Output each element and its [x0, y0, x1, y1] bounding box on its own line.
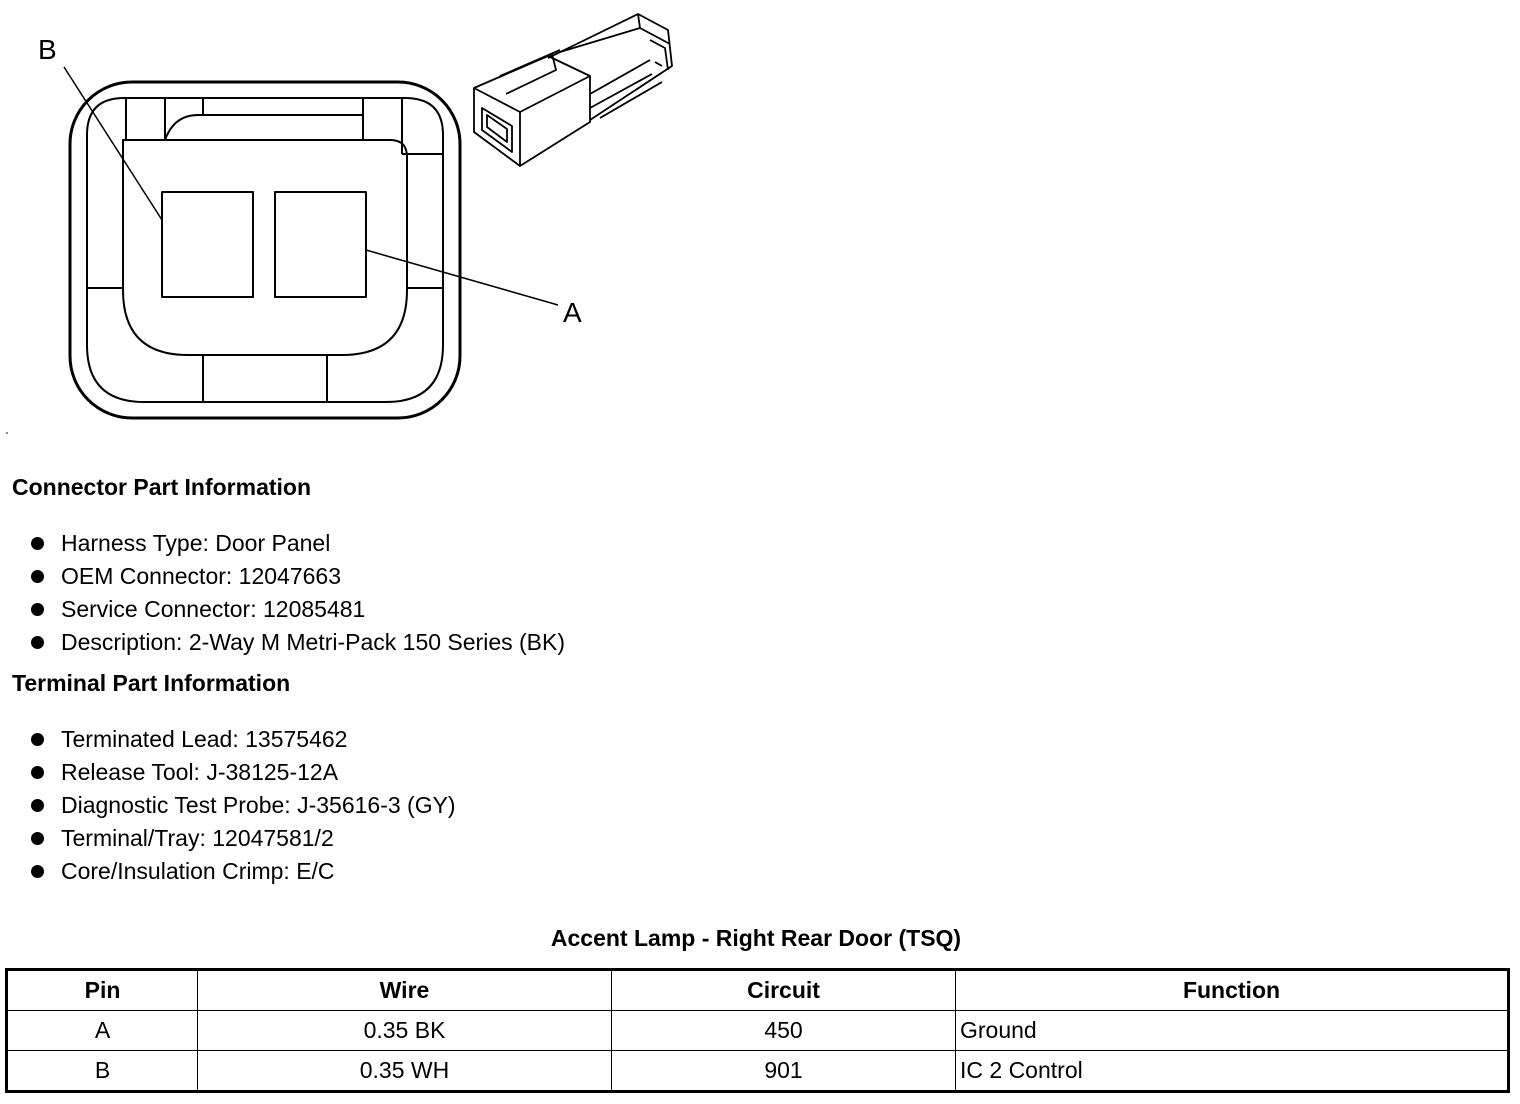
connector-diagram: B A [6, 13, 673, 434]
bullet-icon [31, 603, 44, 616]
connector-info-list: Harness Type: Door Panel OEM Connector: … [30, 527, 565, 659]
pin-cell: A [6, 1010, 198, 1051]
cavity-b [161, 191, 254, 298]
leader-line-a [365, 249, 559, 306]
wire-cell: 0.35 BK [197, 1010, 612, 1051]
function-cell: Ground [955, 1010, 1509, 1051]
list-item: OEM Connector: 12047663 [30, 560, 565, 593]
terminal-info-list: Terminated Lead: 13575462 Release Tool: … [30, 723, 456, 888]
list-item: Service Connector: 12085481 [30, 593, 565, 626]
bullet-icon [31, 537, 44, 550]
wire-cell: 0.35 WH [197, 1050, 612, 1092]
list-item: Terminal/Tray: 12047581/2 [30, 822, 456, 855]
terminal-info-heading: Terminal Part Information [12, 670, 291, 696]
column-header-pin: Pin [6, 969, 198, 1011]
column-header-wire: Wire [197, 969, 612, 1011]
connector-housing-inner [86, 97, 444, 403]
pin-table-title: Accent Lamp - Right Rear Door (TSQ) [550, 925, 962, 951]
bullet-icon [31, 570, 44, 583]
bullet-icon [31, 832, 44, 845]
pin-table: Pin Wire Circuit Function A 0.35 BK 450 … [5, 968, 1510, 1093]
table-row: B 0.35 WH 901 IC 2 Control [6, 1050, 1509, 1092]
list-item: Description: 2-Way M Metri-Pack 150 Seri… [30, 626, 565, 659]
list-item: Diagnostic Test Probe: J-35616-3 (GY) [30, 789, 456, 822]
bullet-icon [31, 636, 44, 649]
bullet-icon [31, 766, 44, 779]
terminal-face [122, 139, 408, 356]
connector-3d-view [473, 13, 673, 167]
callout-b: B [38, 34, 57, 65]
connector-info-heading: Connector Part Information [12, 474, 312, 500]
callout-a: A [563, 297, 582, 328]
list-item: Release Tool: J-38125-12A [30, 756, 456, 789]
table-header-row: Pin Wire Circuit Function [6, 969, 1509, 1011]
circuit-cell: 901 [611, 1050, 956, 1092]
column-header-circuit: Circuit [611, 969, 956, 1011]
list-item: Core/Insulation Crimp: E/C [30, 855, 456, 888]
list-item: Terminated Lead: 13575462 [30, 723, 456, 756]
bullet-icon [31, 799, 44, 812]
circuit-cell: 450 [611, 1010, 956, 1051]
list-item: Harness Type: Door Panel [30, 527, 565, 560]
bullet-icon [31, 733, 44, 746]
table-row: A 0.35 BK 450 Ground [6, 1010, 1509, 1051]
leader-line-b [63, 66, 163, 221]
cavity-a [274, 191, 367, 298]
function-cell: IC 2 Control [955, 1050, 1509, 1092]
column-header-function: Function [955, 969, 1509, 1011]
bullet-icon [31, 865, 44, 878]
connector-housing-outer [68, 80, 462, 420]
pin-cell: B [6, 1050, 198, 1092]
